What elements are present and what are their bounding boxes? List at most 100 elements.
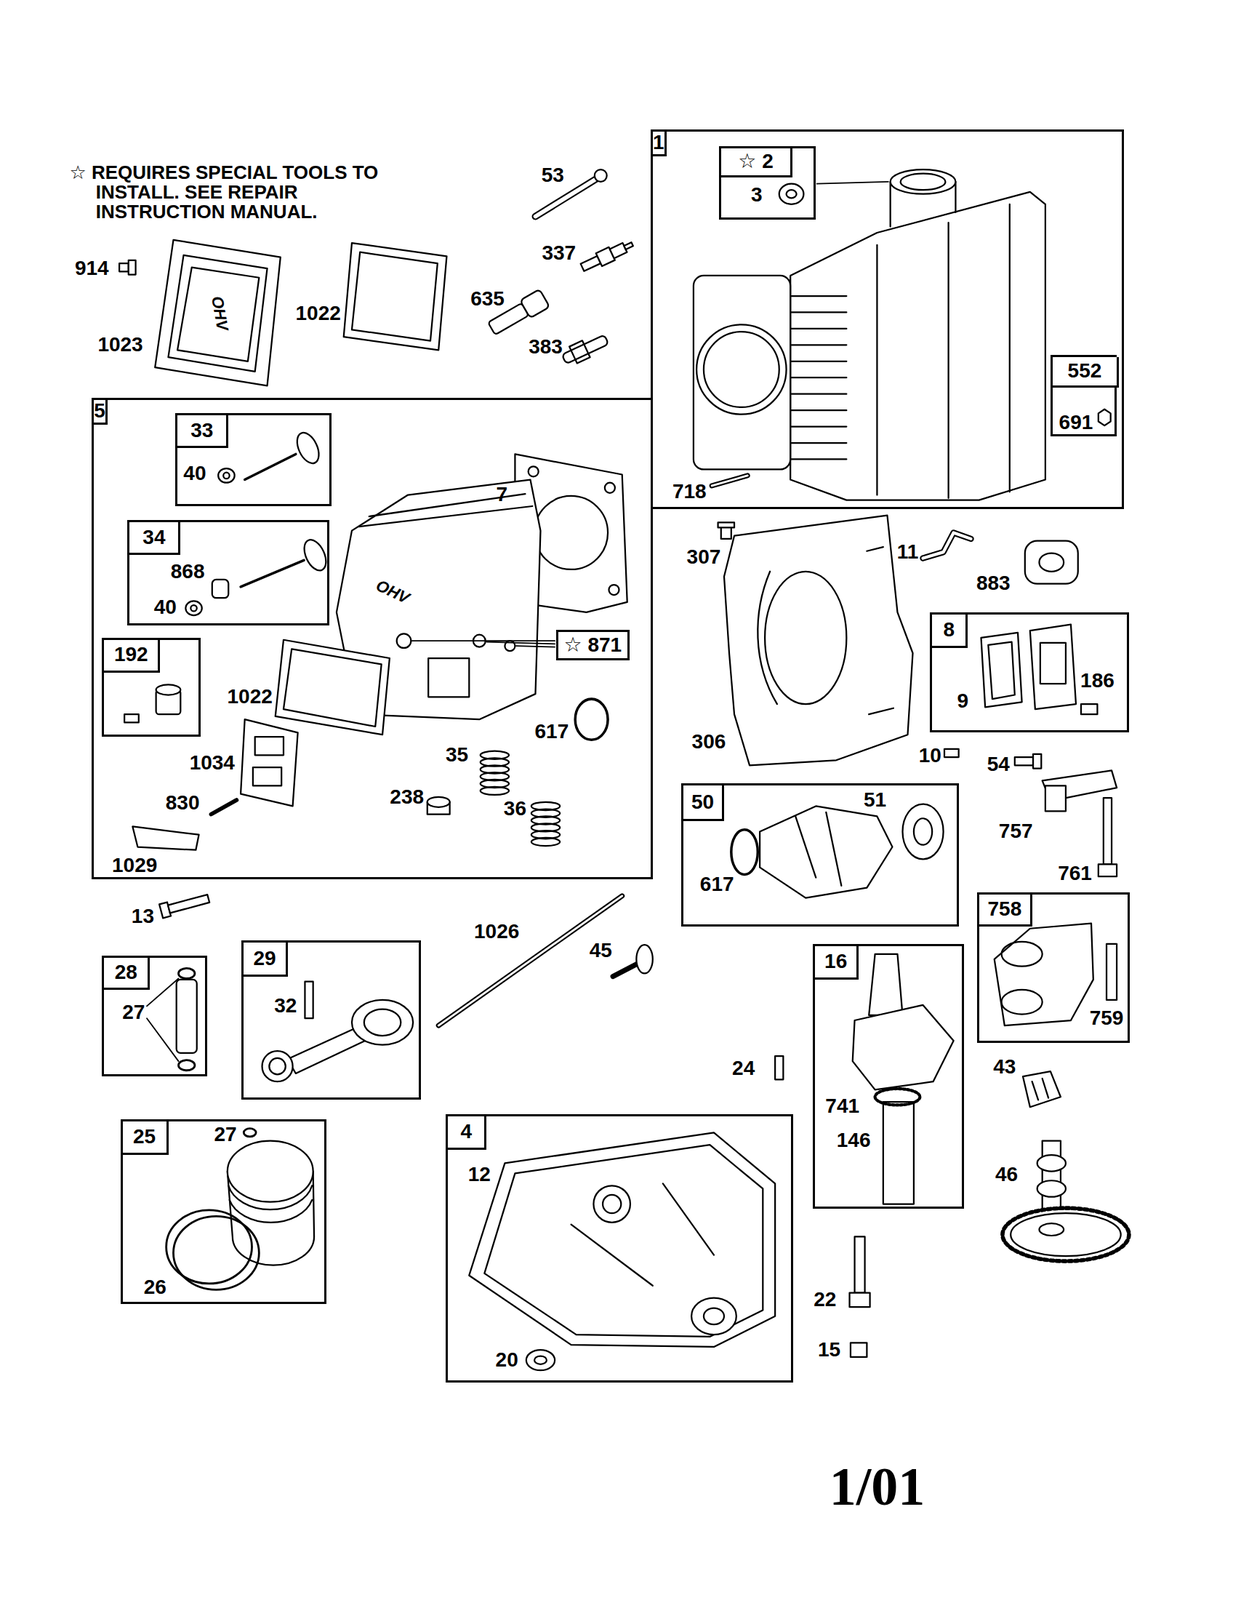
piston [243,1128,256,1137]
embossed-text: OHV [373,577,413,607]
callout-number: 307 [687,546,722,568]
sump [571,1182,714,1285]
screw [119,263,129,272]
camshaft [1037,1179,1066,1196]
spark-plug [579,237,636,275]
camshaft [1038,1222,1064,1236]
camshaft [1002,1207,1130,1261]
dowel-pin [711,475,748,486]
bolt [167,894,210,913]
valve [300,536,331,574]
leader-line [146,977,179,1006]
screw [721,526,732,539]
group-number-tab: 4 [447,1115,487,1150]
fitting [124,713,139,722]
intake-manifold [913,817,933,845]
governor [1022,1070,1061,1107]
callout-number: 11 [897,541,919,562]
valve-cover [167,255,267,372]
part-group-box: 29 [241,940,421,1100]
part-group-box: 28 [101,955,207,1076]
callout-number: 53 [541,165,565,186]
bolt [850,1342,867,1357]
part-group-box: 16 [812,943,965,1210]
governor-lever [1042,769,1117,877]
piston-pin [178,967,195,978]
cylinder-block [790,191,1046,501]
dipstick-tube [594,169,608,182]
screw [128,260,136,275]
air-guide [757,571,778,704]
group-number: 1 [652,131,665,155]
sump [468,1131,775,1370]
leader-line [146,1017,179,1061]
breather-tube [923,532,972,558]
leader-line [817,181,889,184]
part-group-box: 4 [445,1113,794,1383]
gasket [351,252,438,341]
group-number: ☆ 2 [737,150,773,174]
callout-number: 24 [732,1057,755,1079]
wire-clip [569,340,590,363]
wire-clip [561,334,609,364]
valve-cap [427,796,451,807]
breather-plate [1030,624,1076,709]
callout-number: 13 [131,905,155,927]
plate [252,766,282,786]
bolt [849,1292,871,1308]
gasket [275,639,390,735]
stud [210,799,237,815]
callout-number: 741 [825,1095,860,1116]
head-gasket [528,466,539,477]
air-guide [724,515,914,766]
gasket [275,639,390,735]
bracket [1106,943,1117,1000]
intake-manifold [795,812,842,886]
group-number-tab: 192 [103,639,160,673]
governor-lever [1103,797,1112,864]
callout-number: 761 [1057,862,1092,884]
breather-plate [987,641,1015,700]
valve [240,559,304,586]
o-ring [575,698,608,740]
gasket [283,648,382,727]
piston-pin [176,979,198,1053]
piston [173,1215,259,1289]
fitting [156,684,182,695]
deflector [132,825,199,850]
bolt [159,891,211,918]
valve [212,579,229,598]
governor-lever [1098,863,1117,877]
valve-cap [427,796,451,815]
callout-number: 26 [143,1276,167,1297]
part-group-box: 192 [101,637,201,737]
group-number: 552 [1067,359,1103,383]
callout-number: 306 [692,731,727,752]
callout-number: 718 [672,481,707,502]
part-number-box: ☆ 871 [556,629,631,661]
group-number: ☆ 871 [564,633,623,657]
push-rod [438,895,623,1026]
gasket [1038,553,1064,572]
o-ring [575,698,608,740]
crankshaft [852,1004,954,1090]
bracket [1001,989,1043,1015]
group-number: 4 [460,1120,472,1143]
governor [1022,1070,1061,1107]
breather-plate [1040,642,1066,684]
bracket [1001,941,1043,967]
cylinder-block [790,295,847,459]
piston-pin [178,1059,195,1071]
callout-number: 40 [183,463,206,484]
bolt [854,1235,866,1292]
crankshaft [883,1101,914,1204]
sump [534,1355,547,1364]
oil-seal [779,183,805,205]
callout-number: 830 [165,792,200,813]
group-number-tab: 50 [683,785,725,821]
callout-number: 15 [817,1339,841,1360]
leader-line [486,641,555,645]
cylinder-block [900,173,946,190]
piston [166,1128,315,1290]
